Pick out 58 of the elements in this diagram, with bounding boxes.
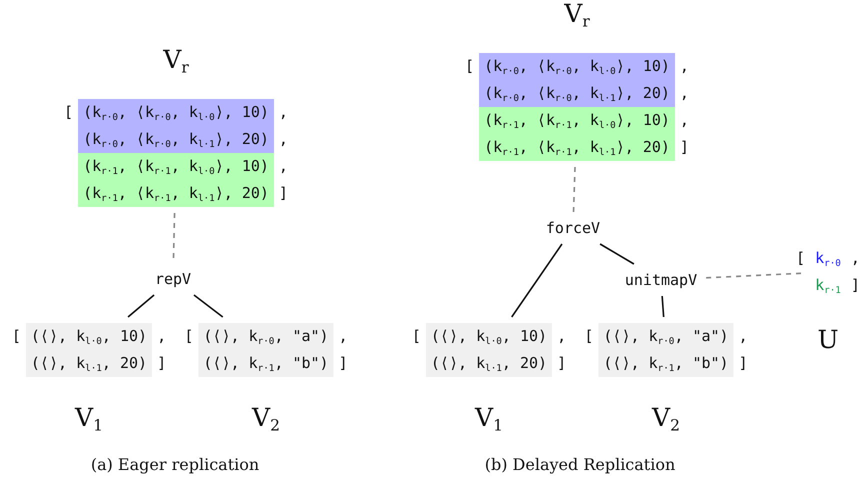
separator: , bbox=[278, 129, 288, 150]
bracket: [ bbox=[584, 326, 594, 347]
tuple-row: (k$_{r·1}$, ⟨k$_{r·1}$, k$_{l·1}$⟩, 20) bbox=[479, 134, 675, 161]
key-text: k$_{r·1}$ bbox=[814, 275, 842, 298]
connector-line bbox=[193, 294, 224, 318]
bracket: ] bbox=[278, 183, 288, 204]
separator: , bbox=[680, 56, 689, 77]
bracket: [ bbox=[465, 56, 474, 77]
tuple-row: (k$_{r·0}$, ⟨k$_{r·0}$, k$_{l·1}$⟩, 20) bbox=[78, 126, 274, 153]
separator: , bbox=[738, 326, 748, 347]
separator: , bbox=[157, 326, 166, 347]
tuple-text: (⟨⟩, k$_{r·0}$, "a") bbox=[202, 326, 330, 349]
variable-name: U bbox=[817, 325, 839, 355]
tuple-text: (⟨⟩, k$_{r·1}$, "b") bbox=[202, 353, 330, 376]
bracket: ] bbox=[157, 353, 166, 374]
tuple-text: (⟨⟩, k$_{r·1}$, "b") bbox=[602, 353, 730, 376]
variable-name: V$_{1}$ bbox=[475, 403, 503, 433]
tuple-row: (k$_{r·1}$, ⟨k$_{r·1}$, k$_{l·0}$⟩, 10) bbox=[78, 153, 274, 180]
bracket: ] bbox=[338, 353, 348, 374]
key-text: k$_{r·0}$ bbox=[814, 248, 842, 271]
connector-line bbox=[661, 296, 664, 318]
tuple-text: (⟨⟩, k$_{l·0}$, 10) bbox=[430, 326, 548, 349]
separator: , bbox=[850, 248, 860, 269]
variable-name: V$_{2}$ bbox=[252, 403, 280, 433]
tuple-row: (k$_{r·1}$, ⟨k$_{r·1}$, k$_{l·0}$⟩, 10) bbox=[479, 107, 675, 134]
separator: , bbox=[680, 83, 689, 104]
bracket: [ bbox=[412, 326, 421, 347]
bracket: ] bbox=[557, 353, 566, 374]
variable-name: V$_{r}$ bbox=[163, 45, 189, 75]
bracket: ] bbox=[738, 353, 748, 374]
tuple-text: (⟨⟩, k$_{l·1}$, 20) bbox=[30, 353, 148, 376]
bracket: [ bbox=[64, 102, 74, 123]
tuple-row: (k$_{r·0}$, ⟨k$_{r·0}$, k$_{l·1}$⟩, 20) bbox=[479, 80, 675, 107]
separator: , bbox=[278, 156, 288, 177]
dashed-connector bbox=[572, 166, 576, 212]
tuple-row: (k$_{r·1}$, ⟨k$_{r·1}$, k$_{l·1}$⟩, 20) bbox=[78, 180, 274, 207]
bracket: [ bbox=[184, 326, 194, 347]
tuple-text: (⟨⟩, k$_{l·1}$, 20) bbox=[430, 353, 548, 376]
tuple-text: (⟨⟩, k$_{r·0}$, "a") bbox=[602, 326, 730, 349]
caption: (b) Delayed Replication bbox=[484, 455, 676, 474]
separator: , bbox=[278, 102, 288, 123]
bracket: [ bbox=[796, 248, 806, 269]
variable-name: V$_{2}$ bbox=[652, 403, 680, 433]
tuple-text: (⟨⟩, k$_{l·0}$, 10) bbox=[30, 326, 148, 349]
tuple-row: (k$_{r·0}$, ⟨k$_{r·0}$, k$_{l·0}$⟩, 10) bbox=[479, 53, 675, 80]
separator: , bbox=[338, 326, 348, 347]
separator: , bbox=[680, 110, 689, 131]
tuple-row: (k$_{r·0}$, ⟨k$_{r·0}$, k$_{l·0}$⟩, 10) bbox=[78, 99, 274, 126]
connector-line bbox=[128, 294, 155, 318]
connector-line bbox=[600, 243, 634, 265]
caption: (a) Eager replication bbox=[90, 455, 260, 474]
variable-name: V$_{1}$ bbox=[75, 403, 103, 433]
bracket: ] bbox=[850, 275, 860, 296]
bracket: [ bbox=[12, 326, 21, 347]
variable-name: V$_{r}$ bbox=[564, 0, 590, 29]
bracket: ] bbox=[680, 137, 689, 158]
connector-line bbox=[511, 244, 563, 318]
separator: , bbox=[557, 326, 566, 347]
